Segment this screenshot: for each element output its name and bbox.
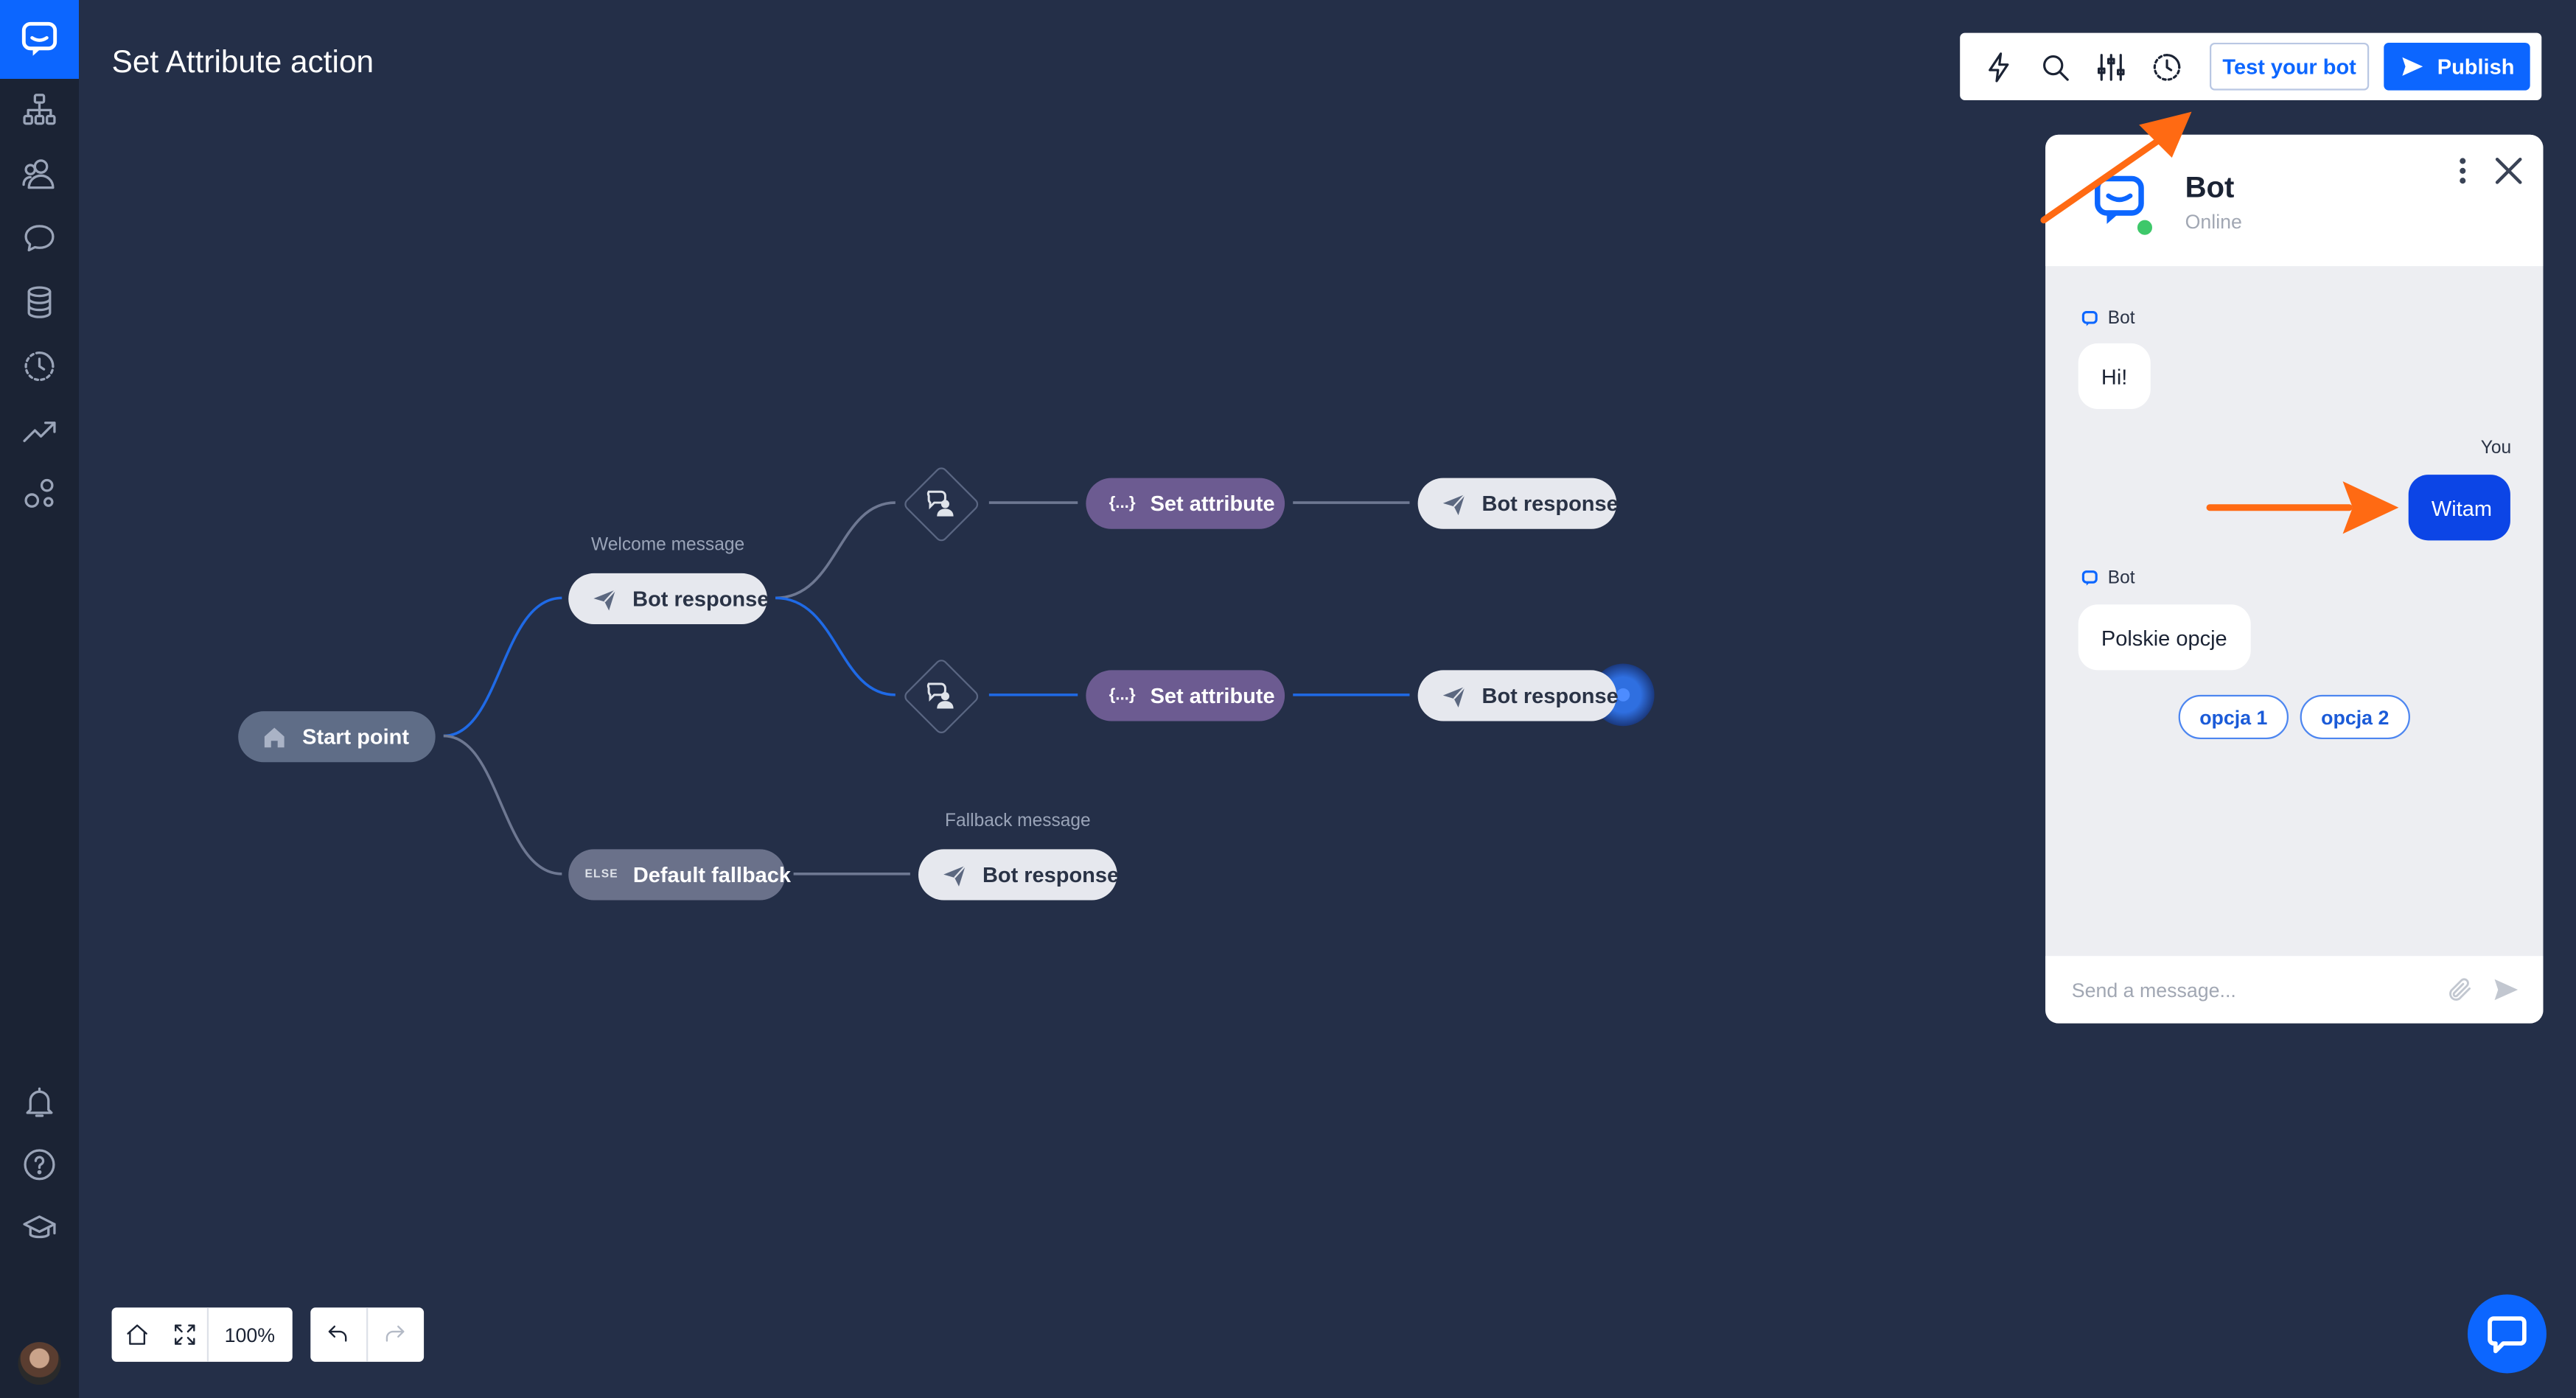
connector-welcome-cond2 [775, 596, 896, 696]
help-icon[interactable] [20, 1145, 59, 1184]
chat-preview-panel: Bot Online Bot Hi! You Witam Bot Polskie… [2045, 134, 2544, 1024]
canvas-view-controls: 100% [111, 1307, 293, 1362]
send-icon [1442, 493, 1466, 515]
message-sender-label: Bot [2107, 309, 2135, 329]
database-icon[interactable] [20, 282, 59, 321]
send-icon [2401, 57, 2423, 76]
publish-button[interactable]: Publish [2384, 42, 2530, 91]
bot-response-node-1[interactable]: Bot response [1417, 478, 1619, 529]
chat-bot-status: Online [2185, 210, 2242, 234]
chat-message: Polskie opcje [2078, 604, 2250, 671]
chatbot-logo[interactable] [0, 0, 79, 79]
default-fallback-label: Default fallback [632, 862, 792, 887]
set-attribute-label-2: Set attribute [1150, 683, 1275, 708]
live-chat-button[interactable] [2467, 1294, 2547, 1374]
chat-bubble-icon [2488, 1316, 2527, 1354]
close-icon[interactable] [2492, 155, 2525, 188]
connector-start-welcome [443, 596, 562, 738]
online-indicator [2135, 218, 2154, 237]
annotation-arrow-test [2040, 111, 2192, 224]
integrations-icon[interactable] [20, 475, 59, 514]
avatar[interactable] [18, 1342, 61, 1385]
fallback-caption: Fallback message [945, 811, 1091, 831]
undo-icon[interactable] [310, 1307, 366, 1362]
history-icon[interactable] [2149, 49, 2185, 85]
send-icon [943, 864, 966, 886]
bot-mini-icon [2081, 310, 2098, 326]
users-icon[interactable] [20, 155, 59, 194]
message-sender: You [2480, 438, 2512, 458]
fallback-bot-response-label: Bot response [982, 862, 1120, 887]
chat-icon[interactable] [20, 218, 59, 257]
message-sender-label: Bot [2107, 568, 2135, 588]
else-tag: ELSE [584, 869, 618, 881]
bot-avatar-icon [2095, 175, 2144, 224]
chat-message: Witam [2408, 475, 2510, 541]
bell-icon[interactable] [20, 1083, 59, 1122]
welcome-bot-response-node[interactable]: Bot response [568, 573, 769, 625]
welcome-caption: Welcome message [591, 535, 745, 556]
chat-header: Bot Online [2045, 134, 2544, 267]
undo-redo-controls [310, 1307, 425, 1362]
fit-screen-icon[interactable] [161, 1307, 206, 1362]
annotation-arrow-message [2206, 481, 2399, 534]
set-attribute-node-2[interactable]: {...} Set attribute [1086, 670, 1285, 721]
start-point-node[interactable]: Start point [238, 711, 436, 763]
redo-icon[interactable] [365, 1307, 424, 1362]
bot-response-label-2: Bot response [1481, 683, 1619, 708]
send-icon [593, 588, 616, 610]
chat-message: Hi! [2078, 343, 2151, 410]
academy-icon[interactable] [20, 1209, 59, 1248]
sidebar [0, 0, 79, 1398]
flow-icon[interactable] [20, 91, 59, 130]
attachment-icon[interactable] [2446, 976, 2474, 1004]
message-sender: Bot [2081, 568, 2135, 588]
top-toolbar: Test your bot Publish [1960, 32, 2542, 100]
send-message-icon[interactable] [2492, 976, 2520, 1004]
send-icon [1442, 685, 1466, 707]
sliders-icon[interactable] [2093, 49, 2129, 85]
attribute-icon: {...} [1109, 494, 1136, 513]
user-condition-icon [921, 677, 957, 713]
start-point-label: Start point [302, 724, 410, 749]
bot-response-label-1: Bot response [1481, 491, 1619, 516]
home-view-icon[interactable] [112, 1307, 161, 1362]
home-icon [264, 727, 285, 747]
quick-reply-option-2[interactable]: opcja 2 [2300, 694, 2410, 740]
page-title: Set Attribute action [111, 46, 374, 81]
zoom-level[interactable]: 100% [206, 1307, 291, 1362]
analytics-icon[interactable] [20, 410, 59, 450]
message-input[interactable]: Send a message... [2071, 979, 2236, 1002]
lightning-icon[interactable] [1981, 49, 2017, 85]
bot-response-node-2[interactable]: Bot response [1417, 670, 1619, 721]
bot-mini-icon [2081, 570, 2098, 586]
message-sender: Bot [2081, 309, 2135, 329]
set-attribute-node-1[interactable]: {...} Set attribute [1086, 478, 1285, 529]
attribute-icon: {...} [1109, 686, 1136, 705]
publish-label: Publish [2437, 54, 2515, 79]
default-fallback-node[interactable]: ELSE Default fallback [568, 849, 791, 901]
set-attribute-label-1: Set attribute [1150, 491, 1275, 516]
history-icon[interactable] [20, 346, 59, 385]
welcome-bot-response-label: Bot response [632, 586, 769, 612]
quick-reply-option-1[interactable]: opcja 1 [2178, 694, 2289, 740]
fallback-bot-response-node[interactable]: Bot response [918, 849, 1120, 901]
connector-welcome-cond1 [775, 501, 896, 600]
search-icon[interactable] [2037, 49, 2073, 85]
chat-input-bar[interactable]: Send a message... [2045, 956, 2544, 1024]
connector-start-fallback [443, 734, 562, 876]
more-options-icon[interactable] [2453, 155, 2473, 188]
chat-bot-name: Bot [2185, 170, 2235, 204]
test-your-bot-button[interactable]: Test your bot [2210, 42, 2370, 91]
chatbot-logo-icon [21, 21, 57, 56]
user-condition-icon [921, 485, 957, 521]
